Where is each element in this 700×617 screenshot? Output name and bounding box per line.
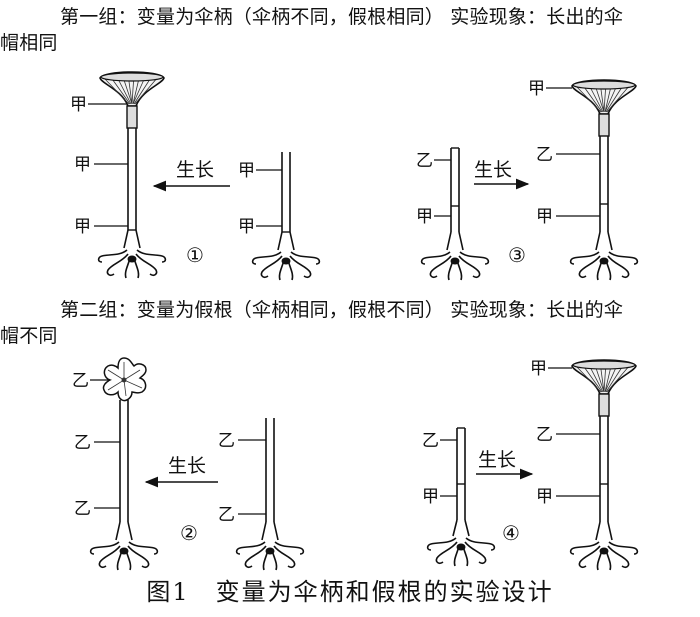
label-jia-cap: 甲 [530,359,547,379]
group2-line1: 第二组：变量为假根（伞柄相同，假根不同） 实验现象：长出的伞 [60,299,624,321]
panel-2: 乙 乙 乙 生长 乙 乙 ② [72,357,305,571]
group2-line2: 帽不同 [0,325,58,347]
cell-2-full [89,357,159,571]
arrow-label: 生长 [478,449,516,471]
label-jia-piece-stalk: 甲 [238,161,255,181]
panel-number-2: ② [180,521,198,545]
umbrella-cap-jia [99,71,165,107]
label-jia-rhizoid: 甲 [74,217,91,237]
label-jia-piece-rhizoid: 甲 [422,487,439,507]
label-jia-cap: 甲 [528,79,545,99]
cell-3-piece [420,147,490,281]
label-jia-stalk: 甲 [74,155,91,175]
label-jia-rhizoid: 甲 [536,207,553,227]
label-jia-piece-rhizoid: 甲 [238,217,255,237]
label-yi-stalk: 乙 [536,145,553,165]
figure-title: 变量为伞柄和假根的实验设计 [215,578,554,606]
cell-2-piece [235,418,305,571]
arrow-label: 生长 [168,455,206,477]
label-yi-piece-stalk: 乙 [218,431,235,451]
panel-number-3: ③ [508,243,526,267]
panel-4: 乙 甲 生长 甲 乙 甲 ④ [422,359,639,571]
panel-number-4: ④ [502,521,520,545]
cell-1-full [97,71,167,279]
cell-3-full [569,79,639,281]
figure-caption: 图1 变量为伞柄和假根的实验设计 [0,572,700,607]
label-yi-piece-rhizoid: 乙 [218,505,235,525]
cell-1-piece [251,152,321,281]
cell-4-full [569,359,639,571]
label-jia-cap: 甲 [70,95,87,115]
rhizoid-jia [251,251,321,281]
stalk [127,128,137,230]
label-yi-stalk: 乙 [74,433,91,453]
label-yi-piece-stalk: 乙 [416,151,433,171]
label-jia-piece-rhizoid: 甲 [416,207,433,227]
arrow-label: 生长 [176,159,214,181]
label-yi-cap: 乙 [72,371,89,391]
arrow-label: 生长 [474,159,512,181]
cell-4-piece [426,427,496,567]
panel-3: 乙 甲 生长 甲 乙 甲 ③ [416,79,639,281]
panel-1: 甲 甲 甲 生长 甲 甲 ① [70,71,321,281]
group2-description: 第二组：变量为假根（伞柄相同，假根不同） 实验现象：长出的伞 帽不同 [0,297,690,349]
label-yi-rhizoid: 乙 [74,499,91,519]
panel-number-1: ① [186,243,204,267]
label-yi-piece-stalk: 乙 [422,431,439,451]
flower-cap-yi [102,357,147,402]
group1-line1: 第一组：变量为伞柄（伞柄不同，假根相同） 实验现象：长出的伞 [60,6,624,28]
group1-line2: 帽相同 [0,32,58,54]
figure-number: 图1 [146,578,190,606]
group1-description: 第一组：变量为伞柄（伞柄不同，假根相同） 实验现象：长出的伞 帽相同 [0,4,690,56]
rhizoid-jia [97,249,167,279]
label-jia-rhizoid: 甲 [536,487,553,507]
label-yi-stalk: 乙 [536,425,553,445]
